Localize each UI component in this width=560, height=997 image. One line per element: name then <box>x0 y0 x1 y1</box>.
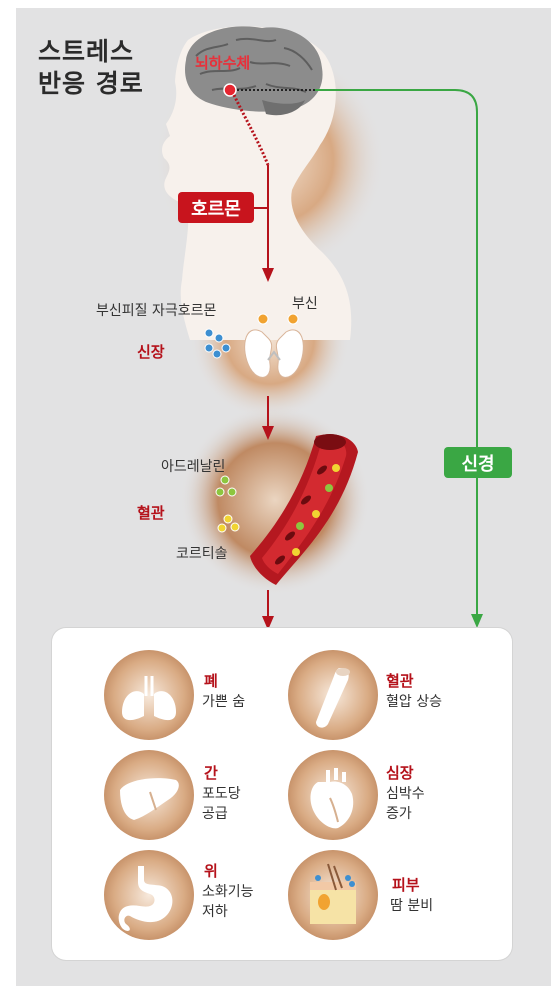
hormone-arrowhead <box>262 268 274 282</box>
response-arrowhead <box>262 616 274 630</box>
skin-icon <box>310 863 356 924</box>
liver-icon <box>120 778 179 820</box>
heart-icon <box>310 768 354 829</box>
effect-desc-heart: 심박수 증가 <box>386 786 425 822</box>
acth-label: 부신피질 자극호르몬 <box>96 303 217 319</box>
vessel-label: 혈관 <box>137 504 165 522</box>
cortisol-label: 코르티솔 <box>176 546 228 562</box>
effect-title-stomach: 위 <box>204 862 218 880</box>
nerve-label: 신경 <box>444 447 512 478</box>
adrenal-arrowhead <box>262 426 274 440</box>
kidneys-icon <box>244 313 304 378</box>
brain-icon <box>185 26 323 116</box>
effect-title-lung: 폐 <box>204 672 218 690</box>
effect-title-vessel: 혈관 <box>386 672 414 690</box>
skin-circle <box>288 850 378 940</box>
stomach-icon <box>118 866 173 931</box>
effect-title-skin: 피부 <box>392 876 420 894</box>
nerve-line <box>315 89 478 622</box>
effect-desc-liver: 포도당 공급 <box>202 786 241 822</box>
blood-vessel-icon <box>250 434 358 585</box>
effect-desc-lung: 가쁜 숨 <box>202 694 246 710</box>
adrenaline-dots <box>215 475 237 497</box>
title-line-1: 스트레스 <box>38 37 135 66</box>
pituitary-label: 뇌하수체 <box>195 54 251 72</box>
diagram-title: 스트레스 반응 경로 <box>38 36 144 100</box>
cortisol-dots <box>217 514 240 533</box>
kidney-label: 신장 <box>137 343 165 361</box>
effects-card: 폐 가쁜 숨 혈관 혈압 상승 간 포도당 공급 심장 심박수 증가 <box>52 628 512 960</box>
lung-circle <box>104 650 194 740</box>
pituitary-dot <box>223 83 237 97</box>
title-line-2: 반응 경로 <box>38 69 144 98</box>
effect-title-heart: 심장 <box>386 764 414 782</box>
heart-circle <box>288 750 378 840</box>
lung-icon <box>122 676 176 721</box>
vessel-icon <box>316 668 350 728</box>
stomach-circle <box>104 850 194 940</box>
effect-desc-skin: 땀 분비 <box>390 898 434 914</box>
acth-dots <box>204 328 231 359</box>
liver-circle <box>104 750 194 840</box>
effect-desc-stomach: 소화기능 저하 <box>202 884 254 920</box>
nerve-arrowhead <box>471 614 483 628</box>
effect-desc-vessel: 혈압 상승 <box>386 694 442 710</box>
adrenal-label: 부신 <box>292 296 318 312</box>
hormone-label: 호르몬 <box>178 192 254 223</box>
effect-title-liver: 간 <box>204 764 218 782</box>
vessel-circle <box>288 650 378 740</box>
adrenaline-label: 아드레날린 <box>161 459 226 475</box>
